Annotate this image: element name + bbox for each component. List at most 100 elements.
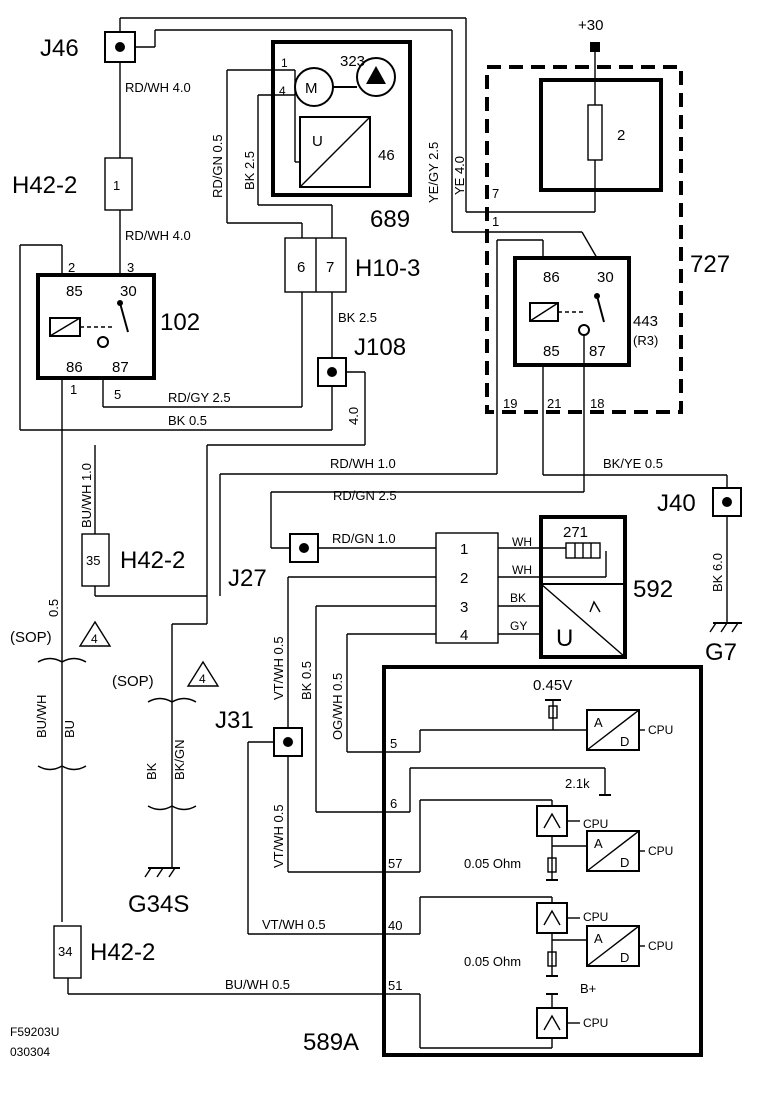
label-045v: 0.45V	[533, 677, 572, 694]
r102-86: 86	[66, 359, 83, 376]
727-pin1: 1	[492, 214, 499, 229]
sop-label-1: (SOP)	[10, 629, 52, 646]
h42-pin35: 35	[86, 553, 100, 568]
relay443-87: 87	[589, 343, 606, 360]
wire-bk: BK	[144, 762, 159, 780]
fuse-box	[539, 78, 663, 192]
r102-pin2: 2	[68, 260, 75, 275]
pin-689-4: 4	[279, 84, 286, 98]
conn-pin4: 4	[460, 627, 468, 644]
label-323: 323	[340, 53, 365, 70]
footer-date: 030304	[10, 1045, 50, 1059]
label-727: 727	[690, 251, 730, 278]
wire-bk60: BK 6.0	[710, 553, 725, 592]
j40-label: J40	[657, 490, 696, 517]
ad2-d: D	[620, 855, 629, 870]
pin-689-1: 1	[281, 56, 288, 70]
relay443-30: 30	[597, 269, 614, 286]
wire-bu: BU	[62, 720, 77, 738]
r102-pin1: 1	[70, 382, 77, 397]
sop-label-2: (SOP)	[112, 673, 154, 690]
ecu-pin51: 51	[388, 978, 402, 993]
j27-label: J27	[228, 565, 267, 592]
ad1-a: A	[594, 715, 603, 730]
note-triangle-2-num: 4	[199, 672, 206, 686]
r102-pin5: 5	[114, 387, 121, 402]
relay443-85: 85	[543, 343, 560, 360]
label-ohm1: 0.05 Ohm	[464, 856, 521, 871]
footer-code: F59203U	[10, 1025, 59, 1039]
conn-pin2: 2	[460, 570, 468, 587]
note-triangle-1-num: 4	[91, 632, 98, 646]
relay443-86: 86	[543, 269, 560, 286]
727-pin21: 21	[547, 396, 561, 411]
r102-85: 85	[66, 283, 83, 300]
ad-converter-3: A D CPU	[586, 925, 673, 967]
727-pin18: 18	[590, 396, 604, 411]
label-46: 46	[378, 147, 395, 164]
wire-ogwh05: OG/WH 0.5	[330, 673, 345, 740]
sw1-cpu: CPU	[583, 817, 608, 831]
ad1-d: D	[620, 734, 629, 749]
h42-2-top	[104, 157, 133, 211]
h10-pin6: 6	[297, 259, 305, 276]
plus30-label: +30	[578, 17, 603, 34]
ecu-589a	[382, 665, 703, 1057]
ecu-pin57: 57	[388, 856, 402, 871]
g7-label: G7	[705, 639, 737, 666]
fuse-2	[587, 104, 603, 161]
wire-rdgy25: RD/GY 2.5	[168, 390, 231, 405]
wire-bk25-b: BK 2.5	[338, 310, 377, 325]
note-triangle-1	[78, 620, 112, 647]
fuse-label: 2	[617, 127, 625, 144]
label-589a: 589A	[303, 1029, 359, 1056]
wire-buwh: BU/WH	[34, 695, 49, 738]
component-727	[485, 65, 683, 414]
h42-pin34: 34	[58, 944, 72, 959]
h42-2-mid-label: H42-2	[120, 547, 185, 574]
connector-4pin	[435, 532, 499, 644]
control-u-label: U	[312, 133, 323, 150]
ad1-cpu: CPU	[648, 723, 673, 737]
relay-102	[36, 273, 156, 380]
label-689: 689	[370, 206, 410, 233]
wires	[19, 17, 728, 1049]
wire-rdwh10: RD/WH 1.0	[330, 456, 396, 471]
wire-gy: GY	[510, 619, 527, 633]
wire-bkgn: BK/GN	[172, 740, 187, 780]
wire-n40: 4.0	[346, 407, 361, 425]
wire-rdgn05: RD/GN 0.5	[210, 134, 225, 198]
727-pin7: 7	[492, 186, 499, 201]
note-triangle-2	[186, 660, 220, 687]
wire-rdgn10: RD/GN 1.0	[332, 531, 396, 546]
label-271: 271	[563, 524, 588, 541]
wire-bk25-a: BK 2.5	[242, 151, 257, 190]
j108-label: J108	[354, 334, 406, 361]
wire-vtwh05-c: VT/WH 0.5	[262, 917, 326, 932]
wire-wh2: WH	[512, 563, 532, 577]
relay-443	[513, 256, 631, 367]
ecu-pin6: 6	[390, 796, 397, 811]
sensor-u-label: U	[556, 625, 573, 652]
h42-2-bottom-label: H42-2	[90, 939, 155, 966]
label-ohm2: 0.05 Ohm	[464, 954, 521, 969]
wire-bk05-b: BK 0.5	[299, 661, 314, 700]
ad-converter-2: A D CPU	[586, 830, 673, 872]
sw2-cpu: CPU	[583, 910, 608, 924]
wire-bkye05: BK/YE 0.5	[603, 456, 663, 471]
wire-labels: RD/WH 4.0 RD/WH 4.0 RD/GN 0.5 BK 2.5 YE/…	[34, 80, 725, 992]
ecu-pin5: 5	[390, 736, 397, 751]
j46-node	[115, 42, 125, 52]
wire-buwh05: BU/WH 0.5	[225, 977, 290, 992]
j31-label: J31	[215, 707, 254, 734]
pump-symbol	[356, 57, 396, 97]
ad2-a: A	[594, 836, 603, 851]
control-unit-46	[299, 116, 371, 188]
wire-ye40: YE 4.0	[452, 156, 467, 195]
h42-2-top-label: H42-2	[12, 172, 77, 199]
wire-wh1: WH	[512, 535, 532, 549]
727-pin19: 19	[503, 396, 517, 411]
r102-pin3: 3	[127, 260, 134, 275]
wire-yegy25: YE/GY 2.5	[426, 142, 441, 203]
